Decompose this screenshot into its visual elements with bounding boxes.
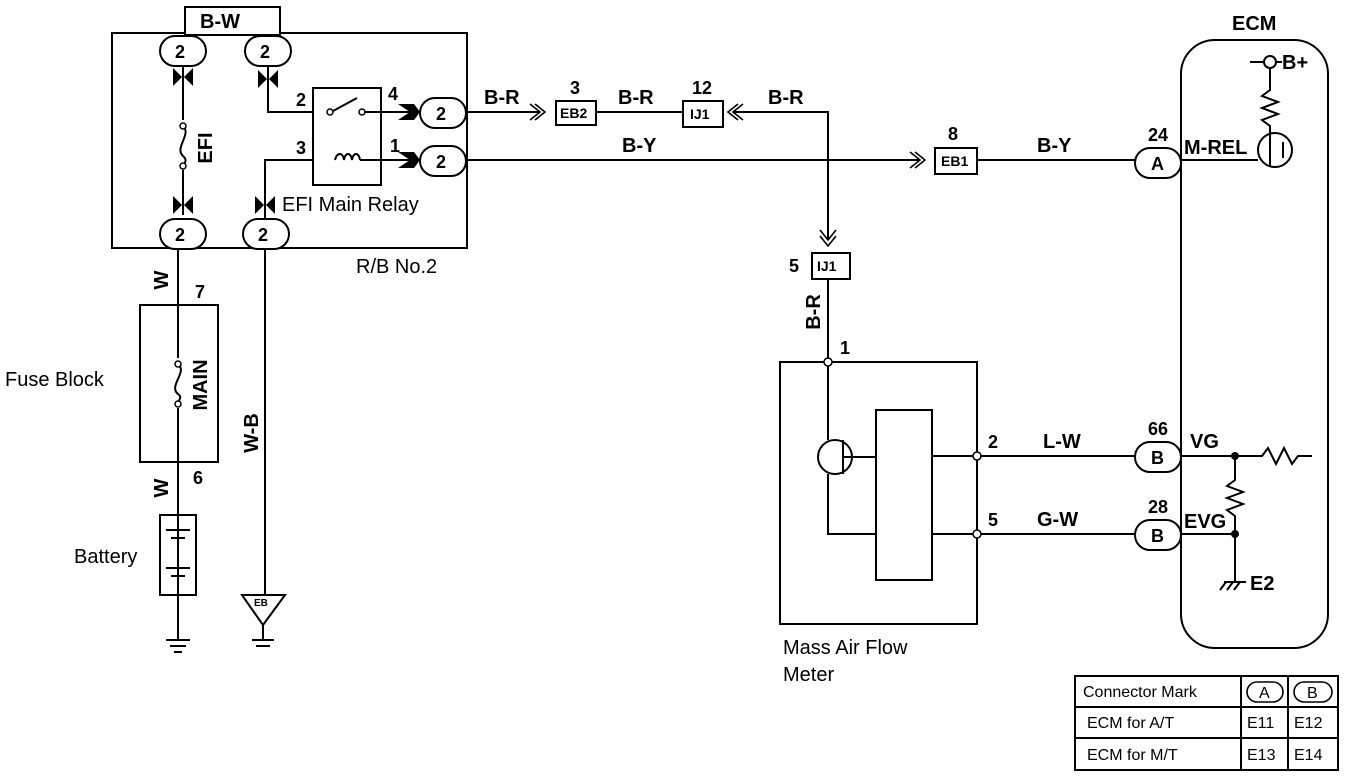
maf-label: Mass Air Flow bbox=[783, 637, 908, 659]
rb-no2-label: R/B No.2 bbox=[356, 256, 437, 278]
wire-br-2-label: B-R bbox=[618, 87, 654, 109]
svg-text:66: 66 bbox=[1148, 419, 1168, 439]
table-row-mt-label: ECM for M/T bbox=[1087, 747, 1178, 764]
svg-text:A: A bbox=[1151, 154, 1164, 174]
wire-w-top-label: W bbox=[151, 270, 173, 289]
wire-br-4-label: B-R bbox=[803, 294, 825, 330]
vg-resistor-icon bbox=[1224, 456, 1246, 582]
relay-switch-icon bbox=[332, 97, 358, 112]
wire-br-1-label: B-R bbox=[484, 87, 520, 109]
relay-pin-3: 3 bbox=[296, 138, 306, 158]
efi-main-relay bbox=[312, 87, 382, 186]
svg-text:24: 24 bbox=[1148, 125, 1168, 145]
ground-icon bbox=[166, 639, 190, 653]
fuse-pin-7: 7 bbox=[195, 282, 205, 302]
chassis-ground-icon bbox=[1219, 581, 1246, 591]
terminal-top-left: 2 bbox=[159, 35, 207, 67]
efi-main-relay-label: EFI Main Relay bbox=[282, 194, 419, 216]
terminal-bottom-right: 2 bbox=[242, 218, 290, 250]
svg-text:28: 28 bbox=[1148, 497, 1168, 517]
svg-text:12: 12 bbox=[692, 78, 712, 98]
svg-text:2: 2 bbox=[175, 42, 185, 62]
terminal-relay-4: 2 bbox=[419, 97, 467, 129]
relay-coil-icon bbox=[334, 153, 361, 161]
maf-pin-1: 1 bbox=[840, 338, 850, 358]
wire-br-3-label: B-R bbox=[768, 87, 804, 109]
terminal-bottom-left: 2 bbox=[159, 218, 207, 250]
m-rel-label: M-REL bbox=[1184, 137, 1247, 159]
svg-text:IJ1: IJ1 bbox=[690, 106, 710, 122]
connector-eb2: EB2 3 bbox=[555, 78, 597, 126]
svg-text:2: 2 bbox=[260, 42, 270, 62]
svg-text:B: B bbox=[1151, 448, 1164, 468]
svg-text:IJ1: IJ1 bbox=[817, 258, 837, 274]
ecm-transistor-icon bbox=[1257, 132, 1293, 168]
connector-arrow-icon bbox=[173, 196, 193, 214]
connector-arrow-icon bbox=[173, 68, 193, 86]
wire-by-1-label: B-Y bbox=[622, 135, 657, 157]
wire-wb-label: W-B bbox=[241, 413, 263, 453]
svg-text:5: 5 bbox=[789, 256, 799, 276]
connector-eb1: EB1 8 bbox=[934, 124, 978, 175]
connector-ecm-a: A 24 bbox=[1134, 125, 1182, 179]
svg-text:2: 2 bbox=[258, 225, 268, 245]
relay-pin-4: 4 bbox=[388, 84, 398, 104]
connector-ij1-top: IJ1 12 bbox=[682, 78, 724, 128]
fuse-pin-6: 6 bbox=[193, 468, 203, 488]
wire-by-2-label: B-Y bbox=[1037, 135, 1072, 157]
table-row-mt-a: E13 bbox=[1247, 747, 1276, 764]
table-header-b: B bbox=[1307, 685, 1318, 702]
svg-text:2: 2 bbox=[436, 152, 446, 172]
svg-text:2: 2 bbox=[436, 104, 446, 124]
e2-label: E2 bbox=[1250, 573, 1274, 595]
table-row-at-a: E11 bbox=[1247, 715, 1274, 732]
eb-ground-label: EB bbox=[254, 598, 268, 609]
resistor-icon bbox=[1259, 68, 1281, 133]
connector-ecm-b1: B 66 bbox=[1134, 419, 1182, 473]
bw-label: B-W bbox=[200, 11, 240, 33]
vg-label: VG bbox=[1190, 431, 1219, 453]
svg-text:EB1: EB1 bbox=[941, 153, 968, 169]
wire-lw-label: L-W bbox=[1043, 431, 1081, 453]
connector-table: Connector Mark A B ECM for A/T E11 E12 E… bbox=[1074, 675, 1339, 771]
connector-arrow-icon bbox=[258, 70, 278, 88]
ecm-label: ECM bbox=[1232, 13, 1276, 35]
evg-label: EVG bbox=[1184, 511, 1226, 533]
svg-text:EB2: EB2 bbox=[560, 105, 587, 121]
terminal-top-right: 2 bbox=[244, 35, 292, 67]
connector-arrow-icon bbox=[255, 196, 275, 214]
sensor-element bbox=[875, 409, 933, 581]
table-header-label: Connector Mark bbox=[1083, 684, 1198, 701]
table-row-at-label: ECM for A/T bbox=[1087, 715, 1174, 732]
relay-block: B-W 2 2 EFI 2 2 2 bbox=[111, 6, 468, 278]
table-header-a: A bbox=[1259, 685, 1270, 702]
table-row-at-b: E12 bbox=[1294, 715, 1323, 732]
battery-label: Battery bbox=[74, 546, 137, 568]
table-row-mt-b: E14 bbox=[1294, 747, 1323, 764]
maf-pin-5: 5 bbox=[988, 510, 998, 530]
wire-gw-label: G-W bbox=[1037, 509, 1078, 531]
svg-text:8: 8 bbox=[948, 124, 958, 144]
wire-w-bottom-label: W bbox=[151, 478, 173, 497]
connector-ij1-bottom: IJ1 5 bbox=[789, 252, 851, 280]
ecm-box bbox=[1180, 39, 1329, 649]
connector-ecm-b2: B 28 bbox=[1134, 497, 1182, 551]
main-fuse-label: MAIN bbox=[190, 359, 212, 410]
maf-pin-2: 2 bbox=[988, 432, 998, 452]
bw-wire-box bbox=[184, 6, 281, 36]
relay-pin-1: 1 bbox=[390, 136, 400, 156]
svg-text:B: B bbox=[1151, 526, 1164, 546]
terminal-relay-1: 2 bbox=[419, 145, 467, 177]
relay-pin-2: 2 bbox=[296, 90, 306, 110]
b-plus-label: B+ bbox=[1282, 52, 1308, 74]
efi-label: EFI bbox=[195, 132, 217, 163]
maf-label-2: Meter bbox=[783, 664, 834, 686]
fuse-block-label: Fuse Block bbox=[5, 369, 105, 391]
svg-text:2: 2 bbox=[175, 225, 185, 245]
svg-text:3: 3 bbox=[570, 78, 580, 98]
eb-ground-icon bbox=[240, 594, 287, 627]
